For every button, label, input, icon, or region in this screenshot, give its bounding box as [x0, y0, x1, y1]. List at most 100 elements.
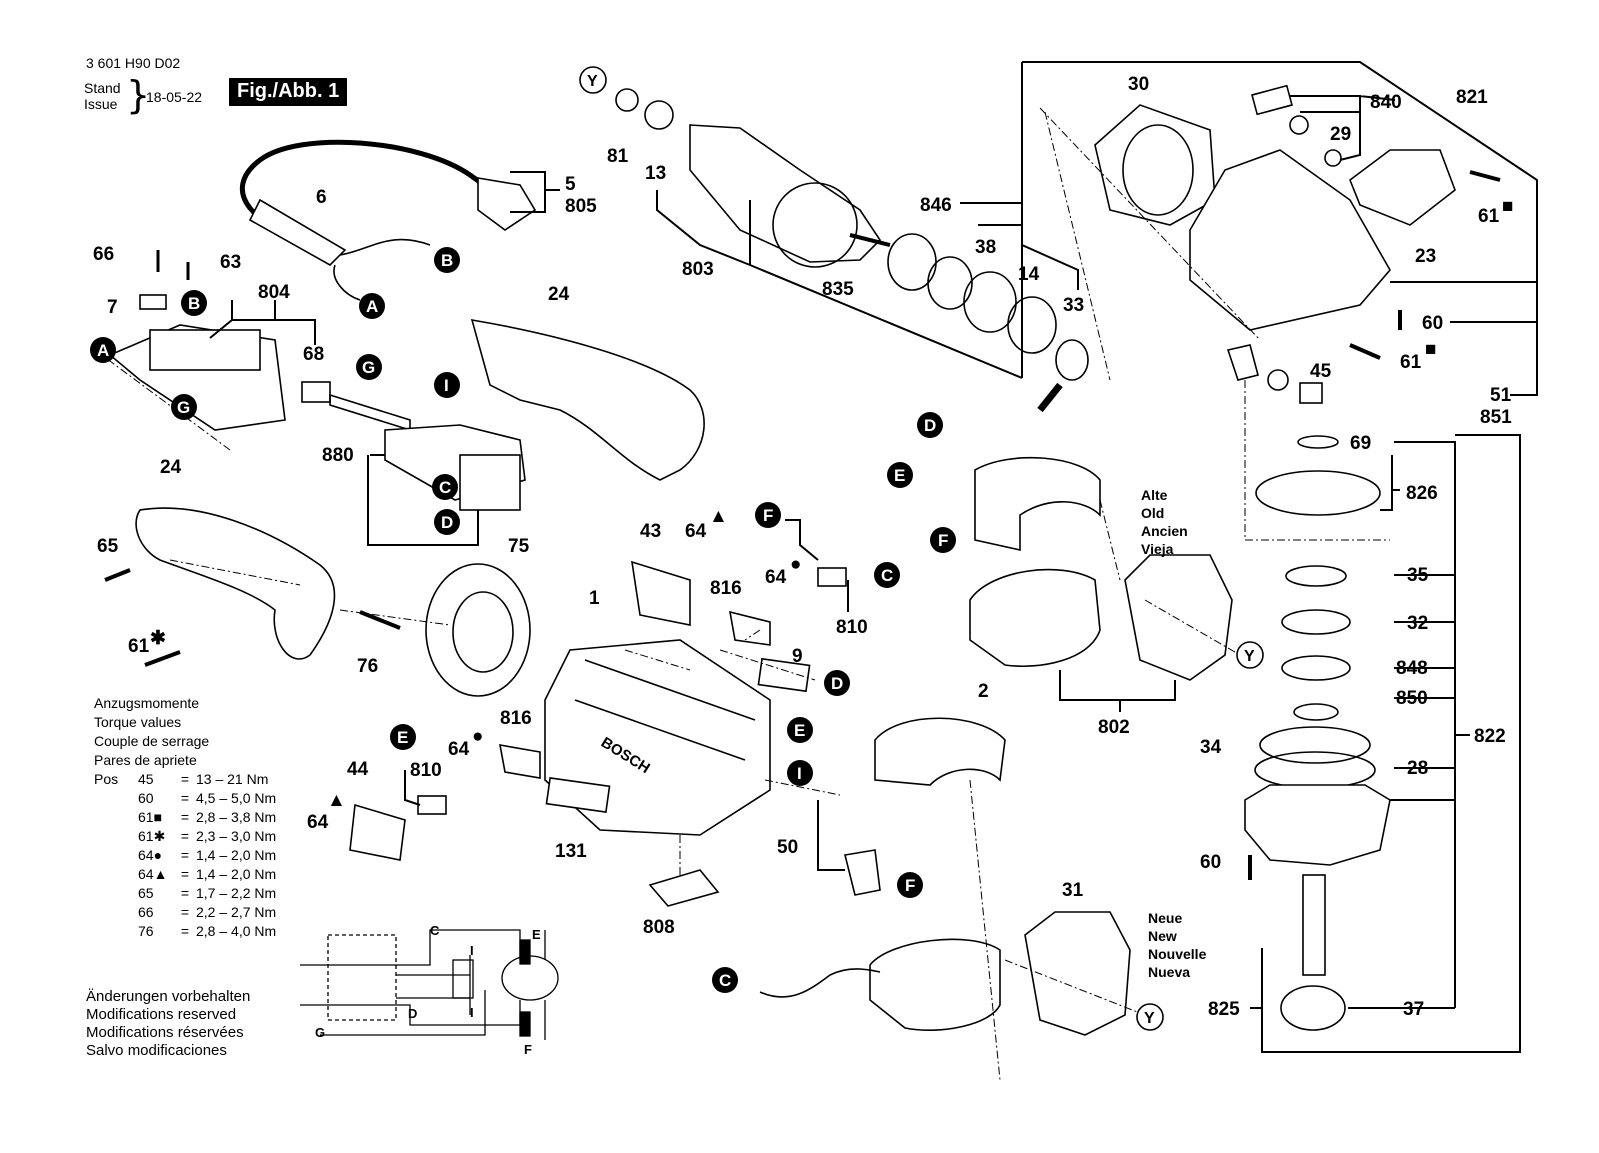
- marker-y-old-text: Y: [1244, 648, 1255, 665]
- part-label-840: 840: [1370, 92, 1402, 113]
- marker-e-brush-text: E: [397, 728, 408, 747]
- marker-e-new-coil-text: E: [794, 721, 805, 740]
- marker-a-switch-text: A: [97, 341, 109, 360]
- figure-tag: Fig./Abb. 1: [229, 78, 348, 106]
- fan-75: [425, 563, 531, 697]
- part-label-66: 66: [93, 244, 114, 265]
- pos-label: Pos: [94, 771, 119, 787]
- part-label-63: 63: [220, 252, 241, 273]
- part-label-61-square-top: 61: [1478, 206, 1500, 227]
- circuit-label-f: F: [524, 1042, 532, 1057]
- pinion: [1226, 344, 1259, 381]
- part-label-60-top: 60: [1422, 313, 1443, 334]
- bracket-826: [1380, 455, 1400, 511]
- screw-61-sq-mid: [1349, 343, 1381, 360]
- torque-eq: =: [180, 790, 190, 806]
- note-fr: Modifications réservées: [86, 1024, 244, 1041]
- plug: [477, 177, 537, 231]
- seal-34: [1259, 726, 1371, 764]
- part-label-43: 43: [640, 521, 661, 542]
- part-label-851: 851: [1480, 407, 1512, 428]
- torque-pos: 66: [138, 904, 154, 920]
- cord-wire-b: [339, 238, 431, 256]
- torque-heading-en: Torque values: [94, 714, 182, 730]
- part-label-24-bottom: 24: [160, 457, 182, 478]
- marker-g-rod-text: G: [362, 358, 375, 377]
- marker-a-switch: [90, 337, 116, 363]
- brush-cover-44: [349, 803, 406, 861]
- marker-y-new-text: Y: [1144, 1010, 1155, 1027]
- brush-810a: [817, 567, 847, 587]
- spindle-lock-cover-23: [1349, 149, 1456, 226]
- housing-rib-1: [584, 659, 756, 721]
- ring-14: [963, 271, 1017, 333]
- marker-g-switch: [171, 394, 197, 420]
- part-label-808: 808: [643, 917, 675, 938]
- alignment-line-4: [679, 649, 841, 875]
- bracket-803: [656, 190, 1023, 379]
- label-131: [545, 777, 611, 813]
- circuit-label-i-top: I: [470, 943, 474, 958]
- part-label-30: 30: [1128, 74, 1149, 95]
- symbol-dot-bottom: ●: [472, 726, 483, 747]
- circuit-label-g: G: [315, 1025, 325, 1040]
- marker-i-module-text: I: [444, 376, 449, 395]
- ring-38: [927, 256, 973, 310]
- marker-c-module-text: C: [439, 478, 451, 497]
- fan-75-hub: [452, 591, 514, 673]
- alignment-line-3: [969, 499, 1241, 1081]
- part-label-803: 803: [682, 259, 714, 280]
- part-label-51: 51: [1490, 385, 1512, 406]
- torque-value: 1,4 – 2,0 Nm: [196, 847, 277, 863]
- bearing-flange: [1244, 784, 1391, 866]
- fan-baffle-30: [1094, 104, 1216, 226]
- old-label-de: Alte: [1141, 487, 1168, 503]
- torque-pos: 64▲: [138, 866, 168, 882]
- note-en: Modifications reserved: [86, 1006, 237, 1023]
- marker-d-module-text: D: [441, 513, 453, 532]
- armature: [689, 124, 882, 263]
- connector-50: [844, 849, 881, 896]
- marker-a-cord-text: A: [366, 297, 378, 316]
- marker-i-connector-text: I: [797, 764, 802, 783]
- marker-b-switch-text: B: [188, 294, 200, 313]
- symbol-triangle-top: ▲: [709, 506, 728, 527]
- marker-f-brush-text: F: [763, 506, 773, 525]
- marker-c-old-coil-text: C: [881, 566, 893, 585]
- part-label-804: 804: [258, 282, 290, 303]
- torque-value: 2,3 – 3,0 Nm: [196, 828, 277, 844]
- part-7-clip: [139, 294, 167, 310]
- torque-pos: 45: [138, 771, 154, 787]
- wiring-schematic: [300, 929, 559, 1040]
- bracket-810b: [404, 770, 421, 806]
- marker-f-brush: [755, 502, 781, 528]
- torque-row: 61✱ = 2,3 – 3,0 Nm: [94, 827, 276, 846]
- module-box: [459, 454, 521, 511]
- armature-shaft: [849, 233, 891, 247]
- torque-row: 66 = 2,2 – 2,7 Nm: [94, 903, 276, 922]
- marker-e-brush: [390, 724, 416, 750]
- stand-label: Stand: [84, 80, 121, 96]
- marker-c-module: [432, 474, 458, 500]
- marker-b-cord: [434, 247, 460, 273]
- bracket-5-805: [510, 171, 560, 213]
- torque-eq: =: [180, 847, 190, 863]
- torque-value: 1,7 – 2,2 Nm: [196, 885, 277, 901]
- torque-eq: =: [180, 866, 190, 882]
- stator-old: [1124, 554, 1233, 681]
- bracket-822: [1348, 441, 1470, 1009]
- part-label-850: 850: [1396, 688, 1428, 709]
- marker-e-new-coil: [787, 717, 813, 743]
- bearing-81: [615, 88, 639, 112]
- marker-y-top-text: Y: [587, 73, 598, 90]
- stator-31: [1024, 911, 1131, 1036]
- marker-i-connector: [787, 760, 813, 786]
- alignment-line-1: [94, 349, 761, 671]
- torque-value: 2,8 – 3,8 Nm: [196, 809, 277, 825]
- field-coil-new-top: [874, 717, 1006, 786]
- symbol-dot-top: ●: [790, 554, 801, 575]
- part-label-28: 28: [1407, 758, 1428, 779]
- marker-g-switch-text: G: [177, 398, 190, 417]
- marker-b-cord-text: B: [441, 251, 453, 270]
- marker-d-module: [434, 509, 460, 535]
